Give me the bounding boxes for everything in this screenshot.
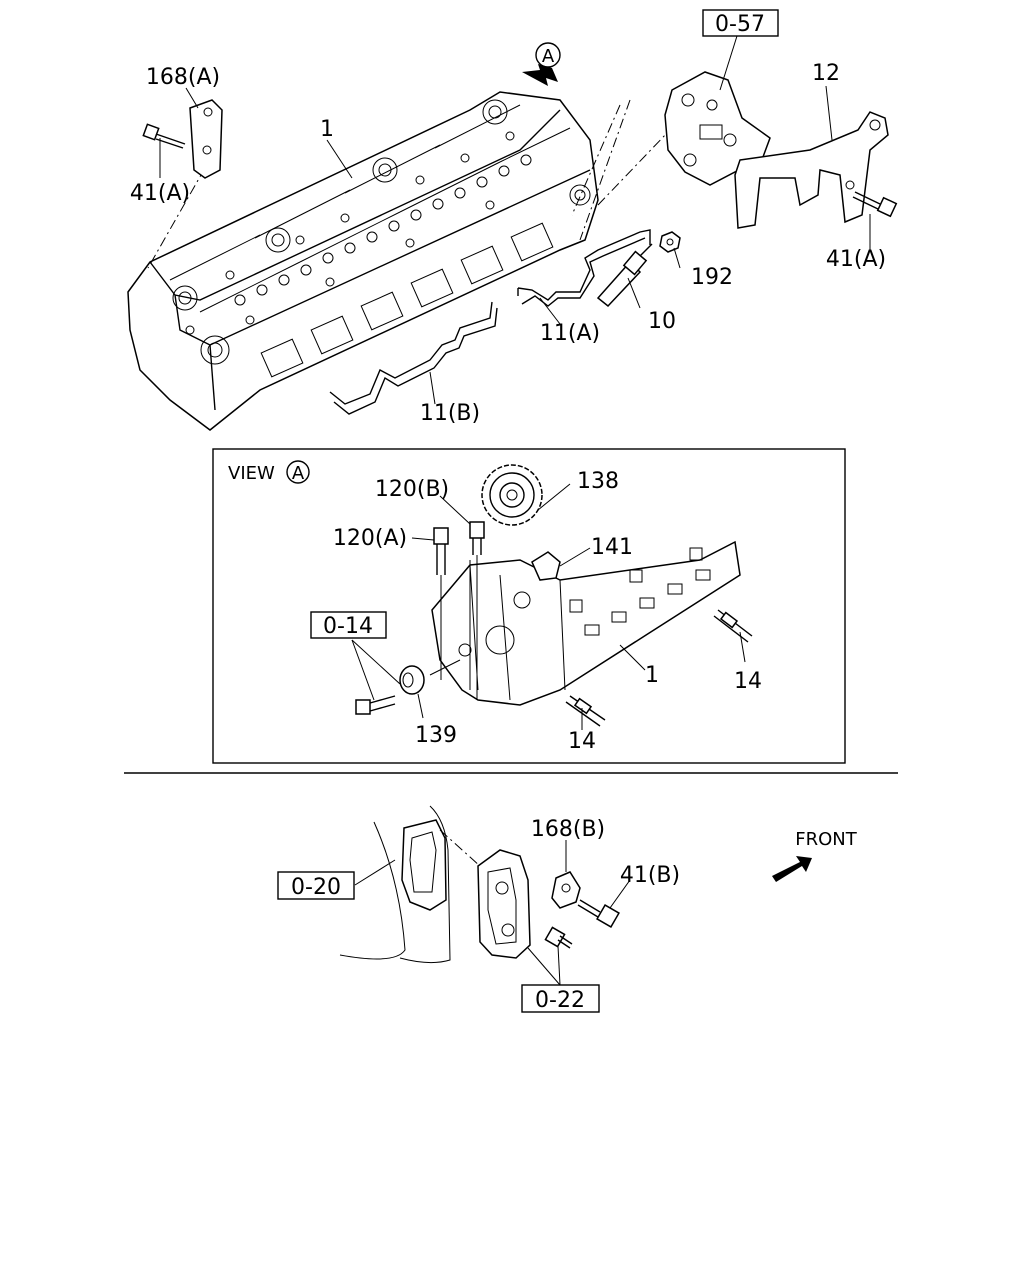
front-label: FRONT <box>795 829 857 850</box>
mount-line-12 <box>597 131 669 206</box>
callout-120b[interactable]: 120(B) <box>375 477 449 502</box>
callout-41b[interactable]: 41(B) <box>620 863 680 888</box>
view-a-marker-top: A <box>535 42 561 68</box>
callout-12[interactable]: 12 <box>812 61 840 86</box>
connector-11b-illustration <box>329 301 498 415</box>
view-a-arrow-illustration <box>522 64 558 86</box>
mount-line-11a-2 <box>571 104 621 216</box>
callout-41a-right[interactable]: 41(A) <box>826 247 886 272</box>
cylinder-head-front-illustration <box>431 540 741 706</box>
callout-41a-left[interactable]: 41(A) <box>130 181 190 206</box>
ref-label-057: 0-57 <box>715 12 765 37</box>
callout-10[interactable]: 10 <box>648 309 676 334</box>
front-arrow-illustration <box>772 856 812 882</box>
ref-label-014: 0-14 <box>323 614 373 639</box>
callout-11a[interactable]: 11(A) <box>540 321 600 346</box>
callout-11b[interactable]: 11(B) <box>420 401 480 426</box>
cylinder-head-illustration <box>127 91 599 431</box>
bracket-12-illustration <box>734 111 889 229</box>
ref-box-014[interactable]: 0-14 <box>310 611 387 639</box>
bolt-41a-right-illustration <box>852 191 898 218</box>
glow-plug-10-illustration <box>596 243 653 308</box>
ref-box-020[interactable]: 0-20 <box>277 871 355 900</box>
callout-168a[interactable]: 168(A) <box>146 65 220 90</box>
view-a-marker: A <box>286 460 310 484</box>
bolt-014-illustration <box>355 695 396 715</box>
callout-139[interactable]: 139 <box>415 723 457 748</box>
ref-box-022[interactable]: 0-22 <box>521 984 600 1013</box>
callout-14-bottom[interactable]: 14 <box>568 729 596 754</box>
bolt-120b-illustration <box>469 521 485 555</box>
bolt-120a-illustration <box>433 527 449 575</box>
nut-192-illustration <box>659 231 681 253</box>
view-a-panel: VIEW A <box>212 448 846 764</box>
ref-label-020: 0-20 <box>291 875 341 900</box>
bracket-168a-illustration <box>189 99 223 179</box>
mount-line-168a <box>147 167 206 269</box>
leader-lines-top <box>159 35 871 405</box>
bolt-41a-left-illustration <box>142 123 186 149</box>
mount-line-11a <box>579 99 631 241</box>
view-a-title: VIEW <box>228 463 275 484</box>
stud-14-bottom-illustration <box>565 695 606 727</box>
svg-text:A: A <box>542 46 555 67</box>
callout-168b[interactable]: 168(B) <box>531 817 605 842</box>
callout-141[interactable]: 141 <box>591 535 633 560</box>
svg-text:A: A <box>292 463 305 484</box>
stud-14-right-illustration <box>713 609 753 643</box>
callout-192[interactable]: 192 <box>691 265 733 290</box>
connector-11a-illustration <box>517 229 651 307</box>
callout-1-top[interactable]: 1 <box>320 117 334 142</box>
callout-120a[interactable]: 120(A) <box>333 526 407 551</box>
cover-141-illustration <box>531 551 561 581</box>
ref-box-057[interactable]: 0-57 <box>702 9 779 37</box>
callout-14-right[interactable]: 14 <box>734 669 762 694</box>
gear-138-illustration <box>481 464 543 526</box>
ref-label-022: 0-22 <box>535 988 585 1013</box>
lower-assembly-illustration <box>339 805 631 986</box>
callout-138[interactable]: 138 <box>577 469 619 494</box>
callout-1[interactable]: 1 <box>645 663 659 688</box>
bushing-139-illustration <box>399 665 425 695</box>
